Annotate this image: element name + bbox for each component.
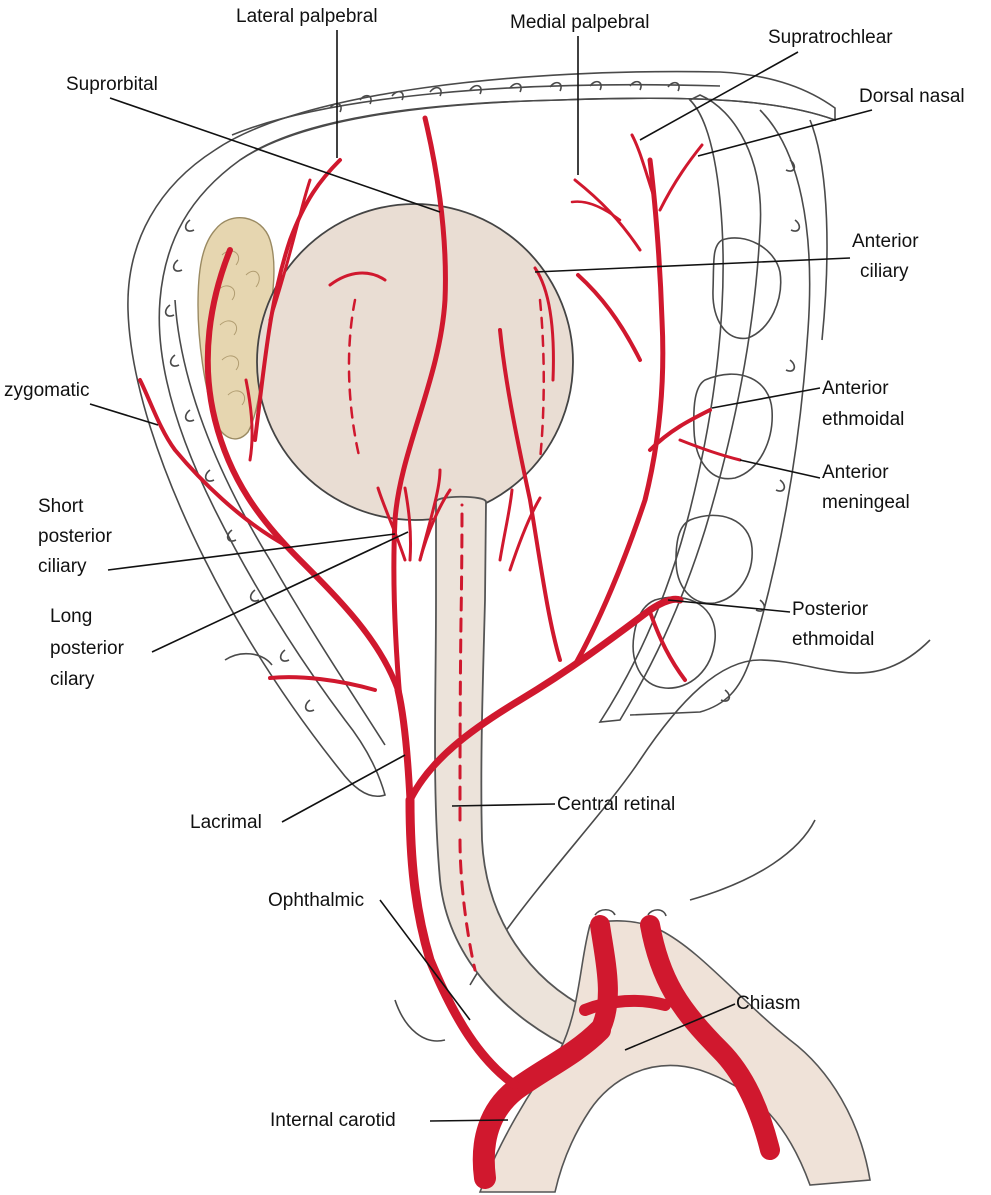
label-long-posterior-cilary-line2: posterior [50, 638, 125, 659]
label-anterior-ciliary-line2: ciliary [860, 261, 909, 282]
optic-nerve [435, 497, 590, 1050]
label-zygomatic: zygomatic [4, 380, 90, 401]
label-posterior-ethmoidal-line1: Posterior [792, 599, 869, 620]
posterior-ethmoidal-artery [650, 612, 685, 680]
optic-chiasm [480, 921, 870, 1192]
label-anterior-ethmoidal-line2: ethmoidal [822, 409, 904, 430]
label-short-posterior-ciliary-line2: posterior [38, 526, 113, 547]
leader-short-posterior-ciliary [108, 534, 395, 570]
label-dorsal-nasal: Dorsal nasal [859, 86, 965, 107]
label-ophthalmic: Ophthalmic [268, 890, 364, 911]
label-long-posterior-cilary-line3: cilary [50, 669, 95, 690]
label-suprorbital: Suprorbital [66, 74, 158, 95]
carotid-intracranial [600, 925, 608, 1030]
anterior-meningeal-branch [680, 440, 740, 460]
leader-suprorbital [110, 98, 440, 212]
label-lateral-palpebral: Lateral palpebral [236, 6, 378, 27]
leader-dorsal-nasal [698, 110, 872, 156]
label-anterior-meningeal-line1: Anterior [822, 462, 889, 483]
label-long-posterior-cilary-line1: Long [50, 606, 92, 627]
posterior-ciliary-4 [500, 490, 512, 560]
label-short-posterior-ciliary-line1: Short [38, 496, 84, 517]
label-supratrochlear: Supratrochlear [768, 27, 893, 48]
label-anterior-meningeal-line2: meningeal [822, 492, 910, 513]
label-medial-palpebral: Medial palpebral [510, 12, 649, 33]
medial-palpebral-artery [575, 180, 640, 250]
leader-internal-carotid [430, 1120, 508, 1121]
label-central-retinal: Central retinal [557, 794, 675, 815]
leader-lacrimal [282, 755, 405, 822]
leader-anterior-ciliary [535, 258, 850, 272]
label-anterior-ciliary-line1: Anterior [852, 231, 919, 252]
dorsal-nasal-artery [660, 145, 702, 210]
leader-zygomatic [90, 404, 158, 425]
label-lacrimal: Lacrimal [190, 812, 262, 833]
label-chiasm: Chiasm [736, 993, 800, 1014]
orbit-bone [128, 72, 930, 1041]
globe-medial-vessel [578, 275, 640, 360]
label-short-posterior-ciliary-line3: ciliary [38, 556, 87, 577]
ophthalmic-distal [575, 160, 663, 665]
ophthalmic-trunk [398, 690, 410, 800]
leader-posterior-ethmoidal [668, 600, 790, 612]
label-internal-carotid: Internal carotid [270, 1110, 396, 1131]
label-anterior-ethmoidal-line1: Anterior [822, 378, 889, 399]
label-posterior-ethmoidal-line2: ethmoidal [792, 629, 874, 650]
